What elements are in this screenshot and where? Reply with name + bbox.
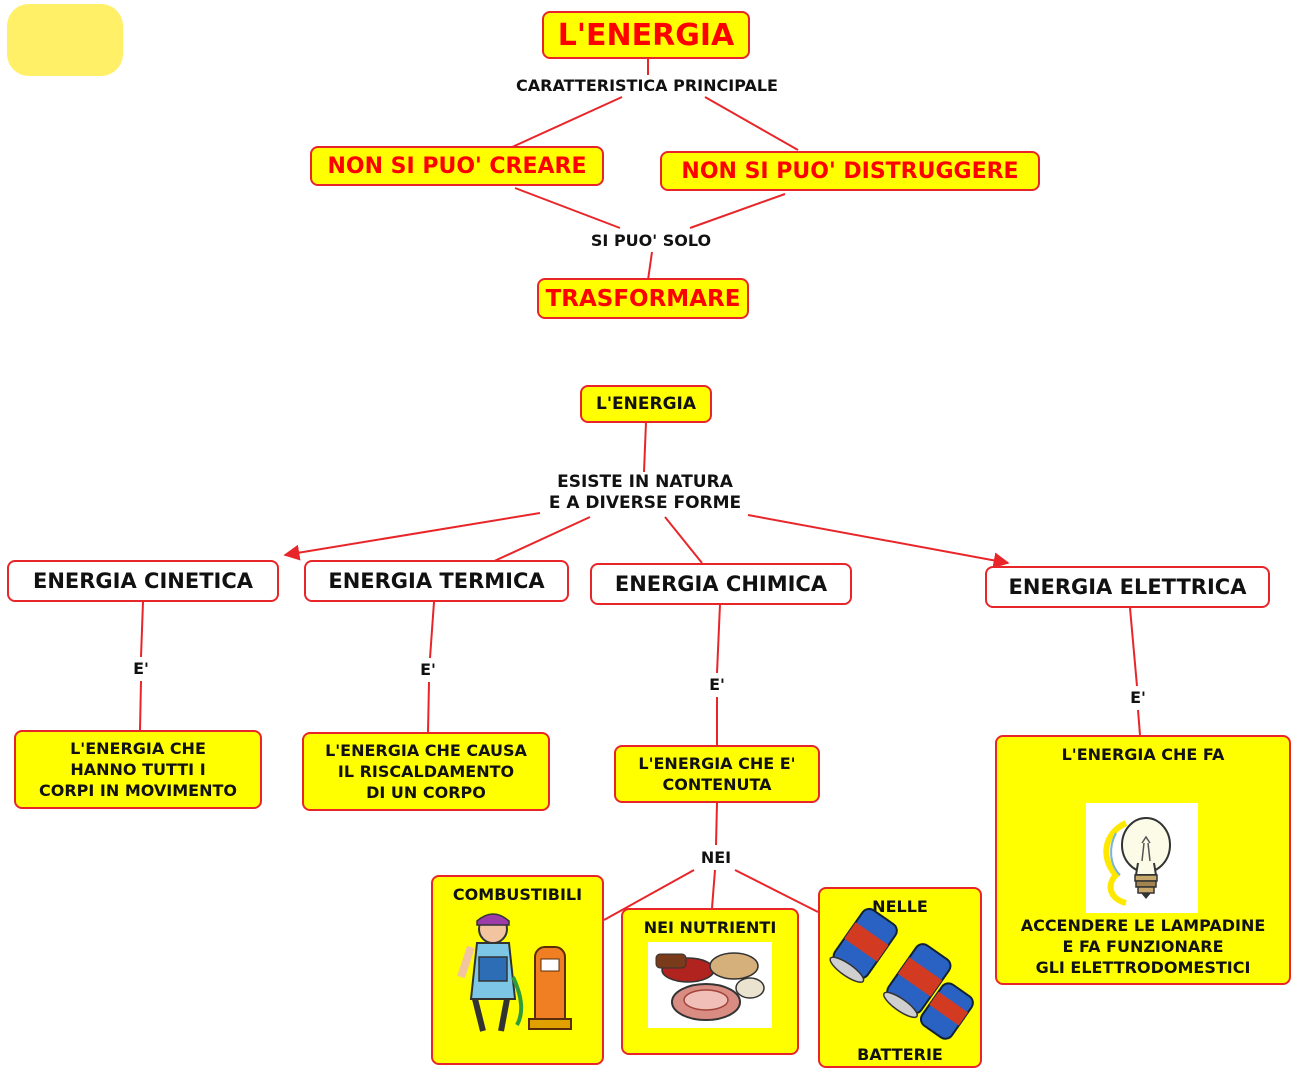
desc-electric: L'ENERGIA CHE FA ACCENDERE LE LAMPADINE … xyxy=(995,735,1291,985)
link-label-chemical: E' xyxy=(702,674,732,695)
node-electric: ENERGIA ELETTRICA xyxy=(985,566,1270,608)
node-cannot-create: NON SI PUO' CREARE xyxy=(310,146,604,186)
title-text: L'ENERGIA xyxy=(557,17,735,53)
desc-electric-bottom: ACCENDERE LE LAMPADINE E FA FUNZIONARE G… xyxy=(1020,916,1266,977)
title-node: L'ENERGIA xyxy=(542,11,750,59)
link-label-only: SI PUO' SOLO xyxy=(578,230,724,251)
node-cannot-destroy: NON SI PUO' DISTRUGGERE xyxy=(660,151,1040,191)
gas-station-attendant-icon xyxy=(457,907,577,1037)
desc-kinetic: L'ENERGIA CHE HANNO TUTTI I CORPI IN MOV… xyxy=(14,730,262,809)
nutrients-label: NEI NUTRIENTI xyxy=(643,918,777,937)
link-label-thermal: E' xyxy=(413,659,443,680)
link-label-nature: ESISTE IN NATURA E A DIVERSE FORME xyxy=(540,472,750,514)
fuels-label: COMBUSTIBILI xyxy=(452,885,583,904)
batteries-label-top: NELLE xyxy=(872,897,928,916)
lightbulb-icon xyxy=(1086,803,1198,913)
link-label-main: CARATTERISTICA PRINCIPALE xyxy=(492,75,802,96)
highlight-blob-icon xyxy=(7,4,123,76)
node-chemical: ENERGIA CHIMICA xyxy=(590,563,852,605)
batteries-label-bottom: BATTERIE xyxy=(857,1045,943,1064)
node-batteries: NELLE BATTERIE xyxy=(818,887,982,1068)
desc-chemical: L'ENERGIA CHE E' CONTENUTA xyxy=(614,745,820,803)
food-icon xyxy=(648,942,772,1028)
link-label-nei: NEI xyxy=(693,847,739,868)
link-label-kinetic: E' xyxy=(126,658,156,679)
node-thermal: ENERGIA TERMICA xyxy=(304,560,569,602)
node-nutrients: NEI NUTRIENTI xyxy=(621,908,799,1055)
desc-electric-top: L'ENERGIA CHE FA xyxy=(1061,745,1225,764)
batteries-icon xyxy=(828,903,976,1041)
link-label-electric: E' xyxy=(1123,687,1153,708)
node-fuels: COMBUSTIBILI xyxy=(431,875,604,1065)
node-kinetic: ENERGIA CINETICA xyxy=(7,560,279,602)
root-node: L'ENERGIA xyxy=(580,385,712,423)
desc-thermal: L'ENERGIA CHE CAUSA IL RISCALDAMENTO DI … xyxy=(302,732,550,811)
node-transform: TRASFORMARE xyxy=(537,278,749,319)
